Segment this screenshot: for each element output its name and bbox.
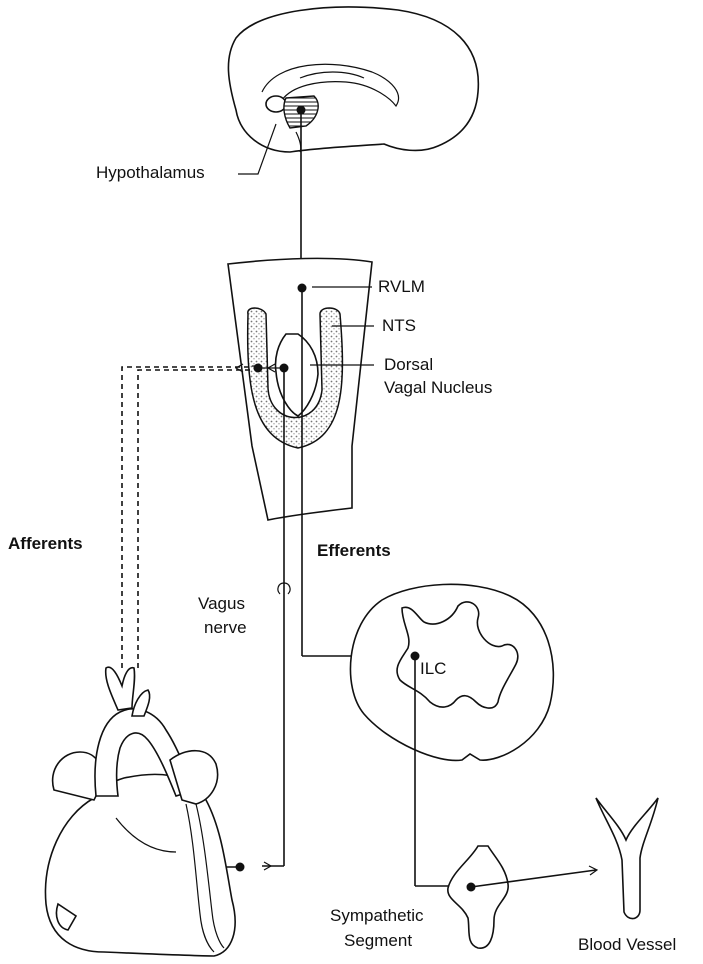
- vagus-label-line2: nerve: [204, 618, 247, 637]
- nts-neuron-dot: [254, 364, 263, 373]
- brain-thalamus-oval: [266, 96, 286, 112]
- hypothalamus-label: Hypothalamus: [96, 163, 205, 182]
- spinal-cord-section: [350, 584, 553, 760]
- vagus-label-line1: Vagus: [198, 594, 245, 613]
- sympathetic-ganglion: [448, 846, 508, 948]
- afferents-label: Afferents: [8, 534, 83, 553]
- efferents-label: Efferents: [317, 541, 391, 560]
- brain: [228, 7, 478, 152]
- dorsal-vagal-label-line2: Vagal Nucleus: [384, 378, 492, 397]
- dorsal-vagal-label-line1: Dorsal: [384, 355, 433, 374]
- ilc-label: ILC: [420, 659, 446, 678]
- blood-vessel-label: Blood Vessel: [578, 935, 676, 954]
- nts-label: NTS: [382, 316, 416, 335]
- sympathetic-label-line2: Segment: [344, 931, 412, 950]
- rvlm-label: RVLM: [378, 277, 425, 296]
- blood-vessel: [596, 798, 658, 919]
- heart: [45, 667, 235, 956]
- brachiocephalic-vessel: [106, 667, 135, 710]
- medulla: [228, 258, 372, 520]
- sympathetic-label-line1: Sympathetic: [330, 906, 424, 925]
- brain-outline: [228, 7, 478, 152]
